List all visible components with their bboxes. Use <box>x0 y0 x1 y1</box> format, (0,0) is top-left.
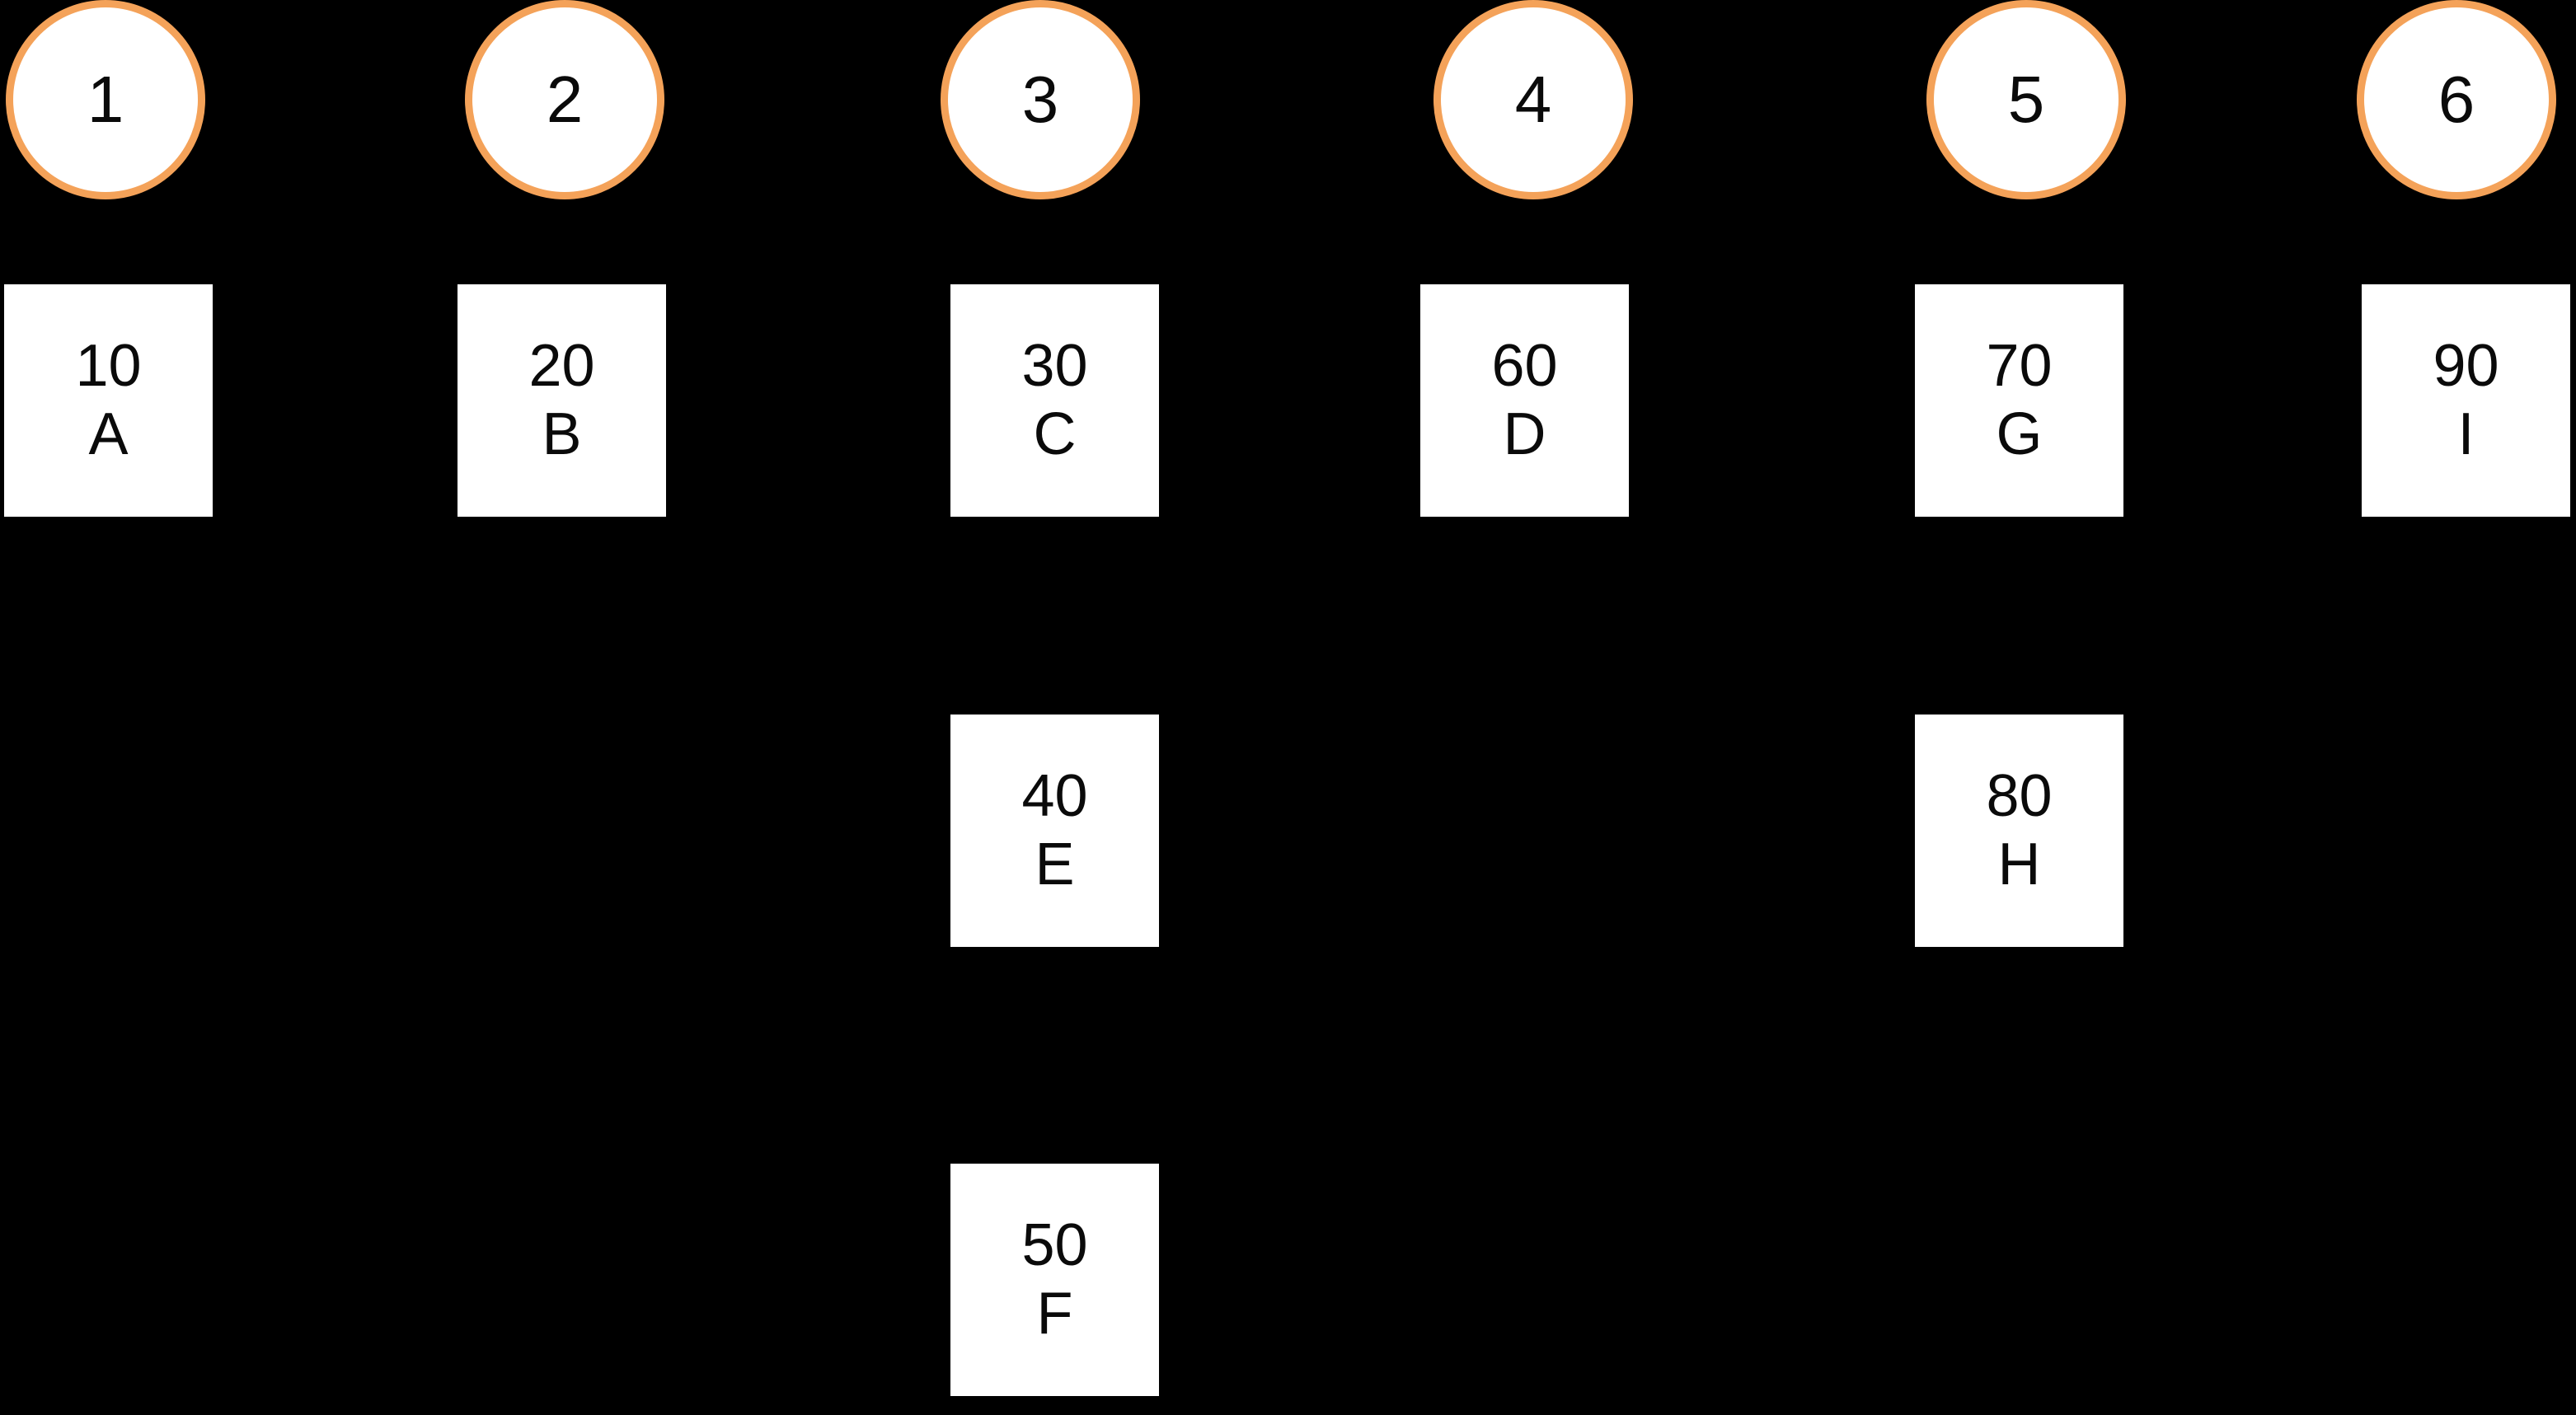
item-code: C <box>1033 401 1077 467</box>
item-code: I <box>2457 401 2475 467</box>
column-header-label: 3 <box>1021 63 1059 136</box>
column-header-circle-6[interactable]: 6 <box>2357 0 2556 199</box>
column-header-circle-5[interactable]: 5 <box>1926 0 2126 199</box>
item-code: A <box>88 401 129 467</box>
item-code: E <box>1035 832 1075 897</box>
item-value: 80 <box>1986 762 2053 829</box>
column-header-label: 2 <box>546 63 584 136</box>
item-value: 30 <box>1021 332 1088 399</box>
item-code: G <box>1996 401 2043 467</box>
item-value: 10 <box>75 332 142 399</box>
item-code: F <box>1036 1281 1073 1347</box>
column-header-label: 4 <box>1514 63 1552 136</box>
item-value: 70 <box>1986 332 2053 399</box>
column-header-label: 1 <box>87 63 124 136</box>
item-value: 40 <box>1021 762 1088 829</box>
item-value: 50 <box>1021 1211 1088 1278</box>
item-code: D <box>1503 401 1546 467</box>
column-header-label: 5 <box>2007 63 2045 136</box>
column-header-circle-2[interactable]: 2 <box>465 0 664 199</box>
item-value: 60 <box>1491 332 1558 399</box>
column-header-label: 6 <box>2438 63 2475 136</box>
item-value: 90 <box>2433 332 2499 399</box>
column-header-circle-3[interactable]: 3 <box>941 0 1140 199</box>
item-code: H <box>1997 832 2041 897</box>
item-value: 20 <box>528 332 595 399</box>
column-header-circle-4[interactable]: 4 <box>1433 0 1633 199</box>
item-code: B <box>542 401 582 467</box>
column-header-circle-1[interactable]: 1 <box>6 0 205 199</box>
